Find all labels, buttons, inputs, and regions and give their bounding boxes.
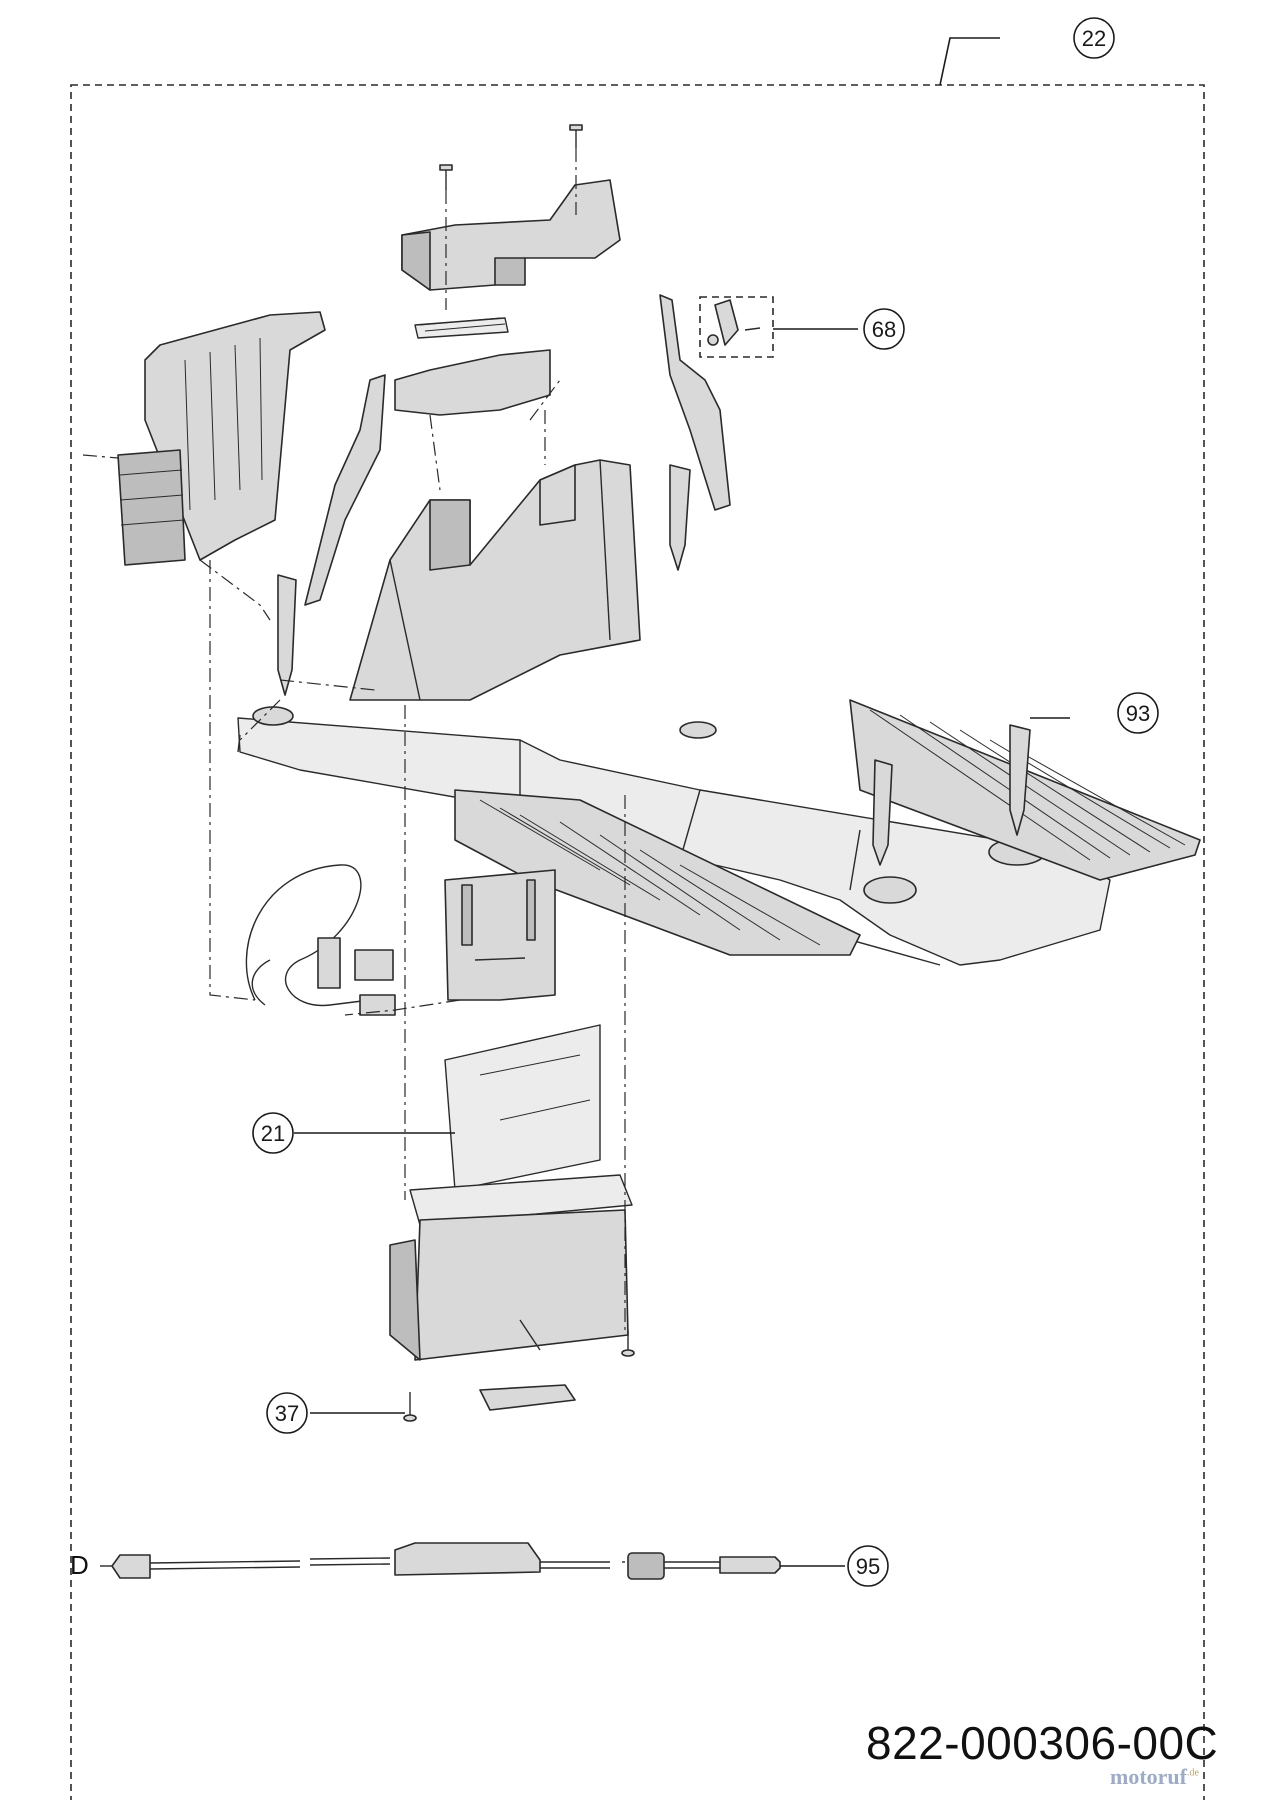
callout-95: 95 [847, 1545, 889, 1587]
base-plate [237, 706, 1111, 966]
bottom-clip [479, 1384, 576, 1411]
callout-93: 93 [1117, 692, 1159, 734]
screw-top-left [439, 164, 453, 190]
left-side-panel [117, 311, 326, 566]
svg-text:22: 22 [1082, 26, 1106, 51]
wiring-harness [245, 864, 396, 1016]
svg-text:93: 93 [1126, 701, 1150, 726]
right-guide-rail [659, 294, 731, 511]
svg-text:95: 95 [856, 1554, 880, 1579]
screw-top-right [569, 124, 583, 148]
ramp-ribs-front [454, 789, 861, 956]
assembly-lines [82, 148, 626, 1330]
left-guide-rail [304, 374, 386, 606]
screw-37 [403, 1392, 417, 1422]
electronics-housing [389, 1174, 633, 1361]
screw-bottom-right [621, 1330, 635, 1357]
svg-text:68: 68 [872, 317, 896, 342]
assembly-22-boundary [70, 84, 1205, 1800]
stake-left [277, 574, 297, 696]
pcb-21 [444, 1024, 601, 1191]
view-label-d: D [70, 1550, 89, 1580]
cap-68 [699, 296, 774, 358]
stake-93 [1009, 724, 1031, 836]
watermark-logo: motoruf.de [1110, 1764, 1199, 1789]
svg-text:21: 21 [261, 1121, 285, 1146]
top-cover [401, 179, 621, 291]
callout-22: 22 [1073, 17, 1115, 59]
stake-center [872, 759, 893, 866]
station-tower [349, 459, 641, 701]
leader-lines [294, 37, 1070, 1567]
callout-68: 68 [863, 308, 905, 350]
svg-text:37: 37 [275, 1401, 299, 1426]
latch-mechanism [394, 317, 551, 416]
callout-21: 21 [252, 1112, 294, 1154]
power-supply-cable [100, 1542, 781, 1580]
callout-37: 37 [266, 1392, 308, 1434]
drawing-number: 822-000306-00C [866, 1717, 1219, 1769]
stake-right-upper [669, 464, 691, 571]
pcb-bracket [444, 869, 556, 1001]
